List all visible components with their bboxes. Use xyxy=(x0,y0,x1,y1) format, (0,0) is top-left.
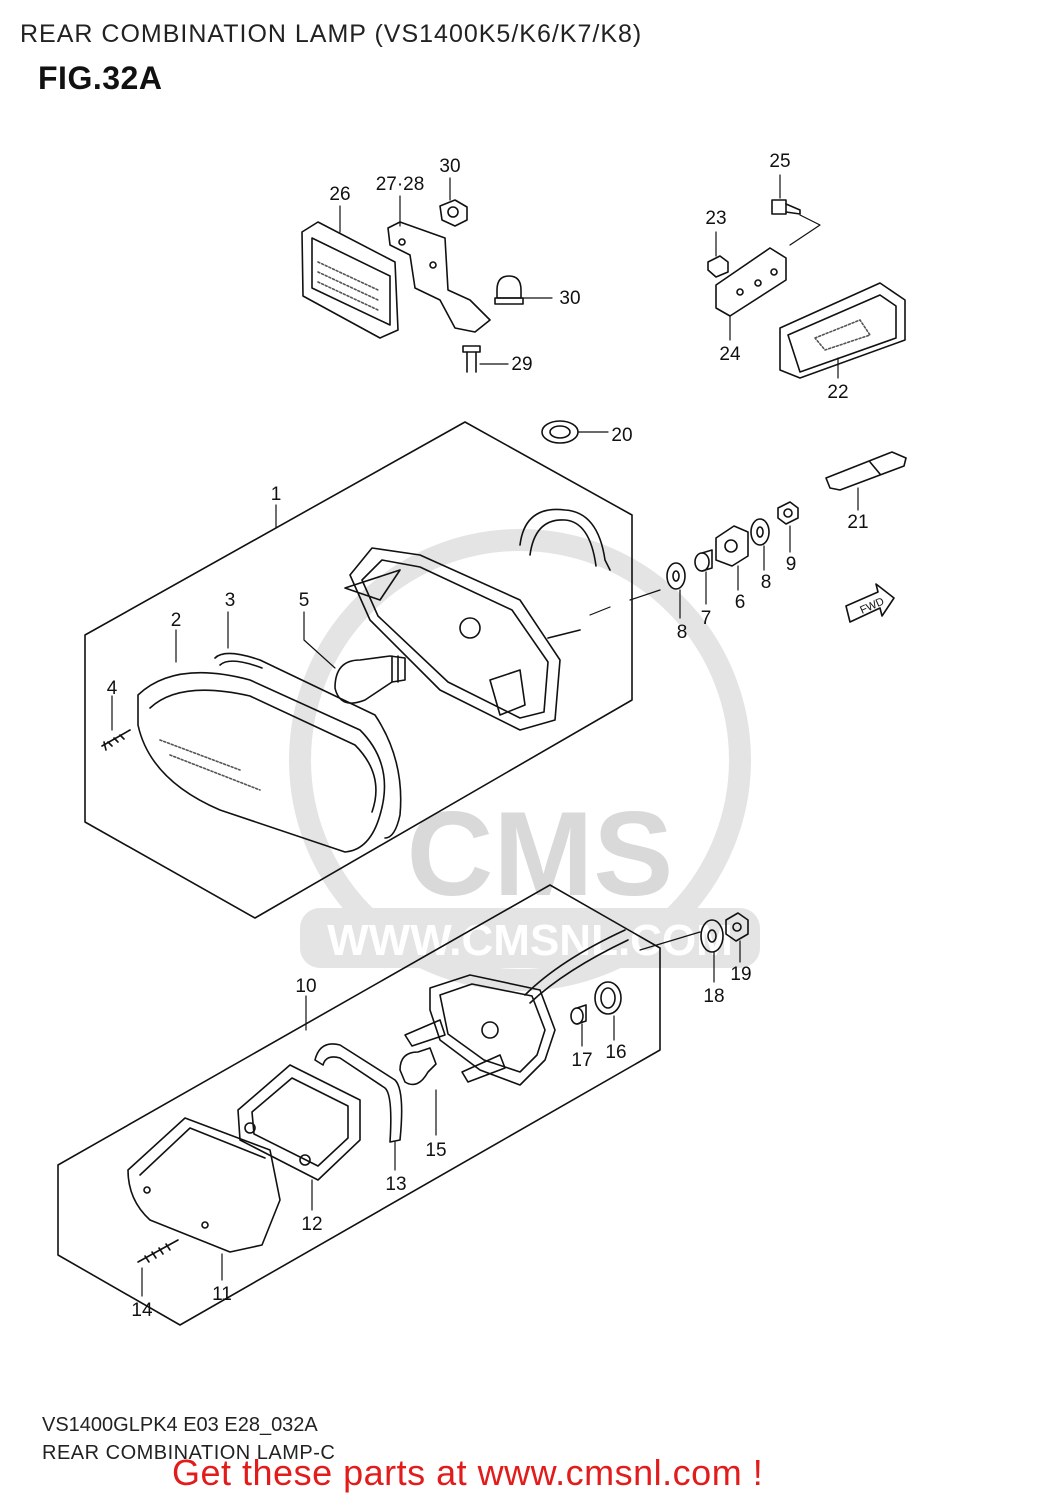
leader-lines xyxy=(111,174,859,1297)
collar-17 xyxy=(570,1004,587,1025)
label-20: 20 xyxy=(611,425,632,446)
label-5: 5 xyxy=(299,590,310,611)
label-8-right: 8 xyxy=(761,572,772,593)
label-2: 2 xyxy=(171,610,182,631)
label-4: 4 xyxy=(107,678,118,699)
label-30-right: 30 xyxy=(559,288,580,309)
bolt-29 xyxy=(462,345,481,373)
cms-watermark: CMS WWW.CMSNL.COM xyxy=(289,529,760,991)
label-19: 19 xyxy=(730,964,751,985)
cap-nut-30 xyxy=(494,275,524,305)
nut-6 xyxy=(715,525,749,567)
bolt-25 xyxy=(771,199,801,215)
grommet-20 xyxy=(541,420,579,444)
cta-link[interactable]: Get these parts at www.cmsnl.com ! xyxy=(172,1452,764,1493)
label-29: 29 xyxy=(511,354,532,375)
gasket-3 xyxy=(214,652,402,839)
label-15: 15 xyxy=(425,1140,446,1161)
collar-7 xyxy=(694,549,713,572)
grommet-16 xyxy=(594,981,622,1015)
bracket-27-28 xyxy=(387,221,491,333)
label-17: 17 xyxy=(571,1050,592,1071)
screw-14 xyxy=(137,1239,179,1263)
fwd-arrow xyxy=(845,583,895,623)
label-3: 3 xyxy=(225,590,236,611)
washer-8-right xyxy=(750,518,770,546)
clamp-21 xyxy=(825,451,907,491)
assembly-box-upper xyxy=(84,421,633,919)
washer-8-left xyxy=(666,562,686,590)
bulb-5 xyxy=(334,655,406,704)
label-22: 22 xyxy=(827,382,848,403)
label-18: 18 xyxy=(703,986,724,1007)
nut-30-top xyxy=(439,199,468,227)
lamp-housing-1 xyxy=(344,508,611,731)
label-9: 9 xyxy=(786,554,797,575)
bulb-15 xyxy=(399,1047,437,1086)
watermark-brand: CMS xyxy=(407,787,674,921)
label-25: 25 xyxy=(769,151,790,172)
label-7: 7 xyxy=(701,608,712,629)
label-11: 11 xyxy=(212,1284,232,1305)
label-26: 26 xyxy=(329,184,350,205)
lens-2 xyxy=(137,671,386,853)
diagram-title: REAR COMBINATION LAMP (VS1400K5/K6/K7/K8… xyxy=(20,20,643,48)
diagram-subtitle: REAR COMBINATION LAMP-C xyxy=(42,1442,336,1464)
reflector-22 xyxy=(779,282,906,379)
frame-12 xyxy=(237,1064,361,1181)
nut-19 xyxy=(725,912,749,942)
label-12: 12 xyxy=(301,1214,322,1235)
diagram-code: VS1400GLPK4 E03 E28_032A xyxy=(42,1414,318,1436)
screw-4 xyxy=(101,729,131,751)
label-10: 10 xyxy=(295,976,316,997)
cover-11 xyxy=(127,1117,281,1253)
nut-23 xyxy=(707,255,729,278)
label-8-left: 8 xyxy=(677,622,688,643)
label-21: 21 xyxy=(847,512,868,533)
label-23: 23 xyxy=(705,208,726,229)
washer-18 xyxy=(700,919,724,953)
label-14: 14 xyxy=(131,1300,153,1321)
license-lamp-housing-10 xyxy=(404,929,629,1086)
part-labels: 1 2 3 4 5 6 7 8 8 9 10 11 12 13 14 15 16… xyxy=(107,151,869,1321)
label-1: 1 xyxy=(271,484,282,505)
figure-number: FIG.32A xyxy=(38,60,163,96)
label-30-top: 30 xyxy=(439,156,460,177)
reflector-26 xyxy=(301,221,399,339)
label-27-28: 27·28 xyxy=(376,174,425,195)
gasket-13 xyxy=(314,1043,403,1143)
nut-9 xyxy=(777,501,799,525)
assembly-box-lower xyxy=(57,884,661,1326)
label-16: 16 xyxy=(605,1042,626,1063)
plate-24 xyxy=(715,247,787,317)
label-13: 13 xyxy=(385,1174,406,1195)
label-24: 24 xyxy=(719,344,741,365)
label-6: 6 xyxy=(735,592,746,613)
watermark-url: WWW.CMSNL.COM xyxy=(327,916,733,965)
